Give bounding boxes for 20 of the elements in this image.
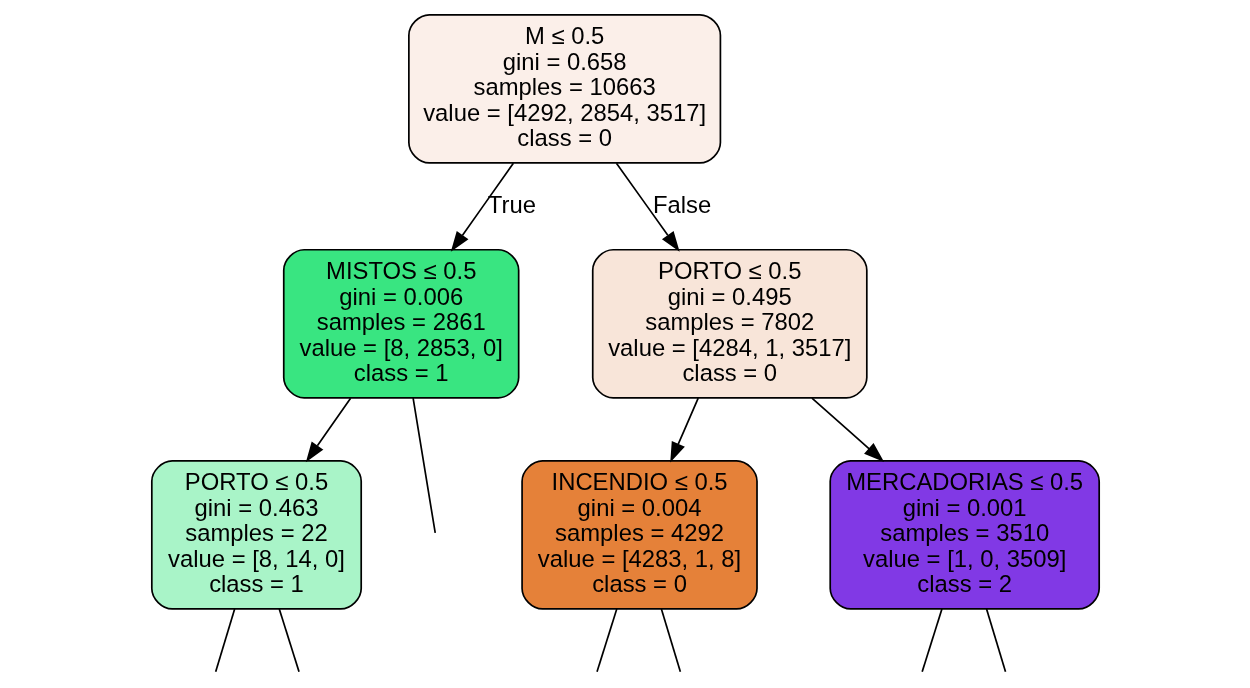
connector	[411, 397, 436, 534]
arrow	[450, 162, 514, 252]
node-box: MISTOS ≤ 0.5 gini = 0.006 samples = 2861 value = [8, 2853, 0] class = 1	[282, 248, 519, 399]
node-box: INCENDIO ≤ 0.5 gini = 0.004 samples = 4292 value = [4283, 1, 8] class = 0	[520, 460, 758, 610]
arrow	[615, 162, 680, 252]
node-box: M ≤ 0.5 gini = 0.658 samples = 10663 value = [4292, 2854, 3517] class = 0	[407, 14, 721, 164]
arrow	[810, 397, 884, 462]
connector	[595, 608, 618, 673]
connector	[920, 608, 943, 673]
edge-label: True	[487, 190, 536, 218]
connector	[660, 608, 681, 673]
node-box: PORTO ≤ 0.5 gini = 0.463 samples = 22 value = [8, 14, 0] class = 1	[150, 460, 362, 610]
edge-label: False	[652, 190, 711, 218]
arrow	[669, 397, 699, 463]
connector	[277, 608, 300, 673]
arrow	[305, 397, 351, 463]
connector	[985, 608, 1006, 673]
node-box: MERCADORIAS ≤ 0.5 gini = 0.001 samples = 3510 value = [1, 0, 3509] class = 2	[828, 460, 1100, 610]
connector	[214, 608, 235, 673]
node-box: PORTO ≤ 0.5 gini = 0.495 samples = 7802 value = [4284, 1, 3517] class = 0	[591, 248, 868, 399]
